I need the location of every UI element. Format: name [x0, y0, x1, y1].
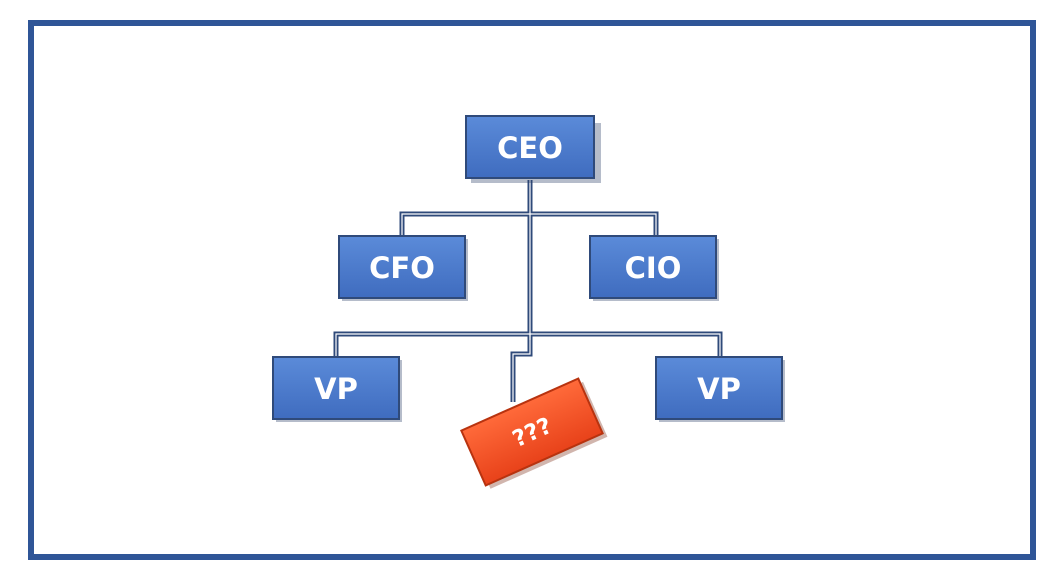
vp-left-label: VP: [314, 372, 358, 406]
vp-right-box: VP: [655, 356, 785, 422]
vp-left-box: VP: [272, 356, 402, 422]
cfo-label: CFO: [369, 251, 435, 285]
ceo-label: CEO: [497, 131, 563, 165]
unknown-role-box: ???: [460, 377, 608, 489]
ceo-box: CEO: [465, 115, 601, 183]
vp-right-label: VP: [697, 372, 741, 406]
cio-box: CIO: [589, 235, 719, 301]
connector-lines: [333, 180, 723, 402]
cio-label: CIO: [625, 251, 682, 285]
cfo-box: CFO: [338, 235, 468, 301]
